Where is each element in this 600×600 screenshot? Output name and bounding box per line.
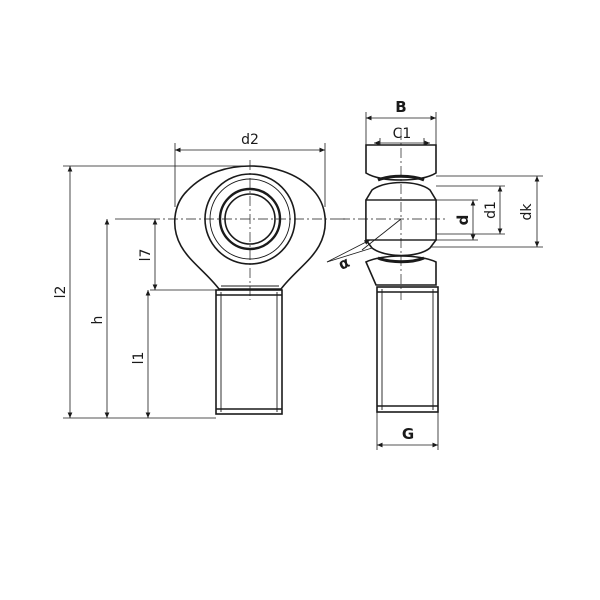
side-section-view: B C1 d d1 dk α G xyxy=(326,98,543,450)
dim-label-h: h xyxy=(90,316,106,325)
dim-label-alpha: α xyxy=(335,253,352,274)
dim-label-G: G xyxy=(402,425,414,443)
dim-label-C1: C1 xyxy=(393,126,412,142)
threaded-shank-side xyxy=(376,286,439,413)
threaded-shank xyxy=(215,289,283,415)
dim-label-l7: l7 xyxy=(138,249,154,262)
front-view: d2 l2 h l7 l1 xyxy=(53,132,345,419)
dim-label-B: B xyxy=(395,98,406,116)
dim-label-l1: l1 xyxy=(131,352,147,365)
dim-label-l2: l2 xyxy=(53,286,69,299)
dim-label-dk: dk xyxy=(519,203,535,221)
dim-label-d: d xyxy=(454,215,472,226)
dim-label-d2: d2 xyxy=(241,132,259,148)
inner-ring-section xyxy=(365,181,437,257)
dim-label-d1: d1 xyxy=(483,201,499,219)
